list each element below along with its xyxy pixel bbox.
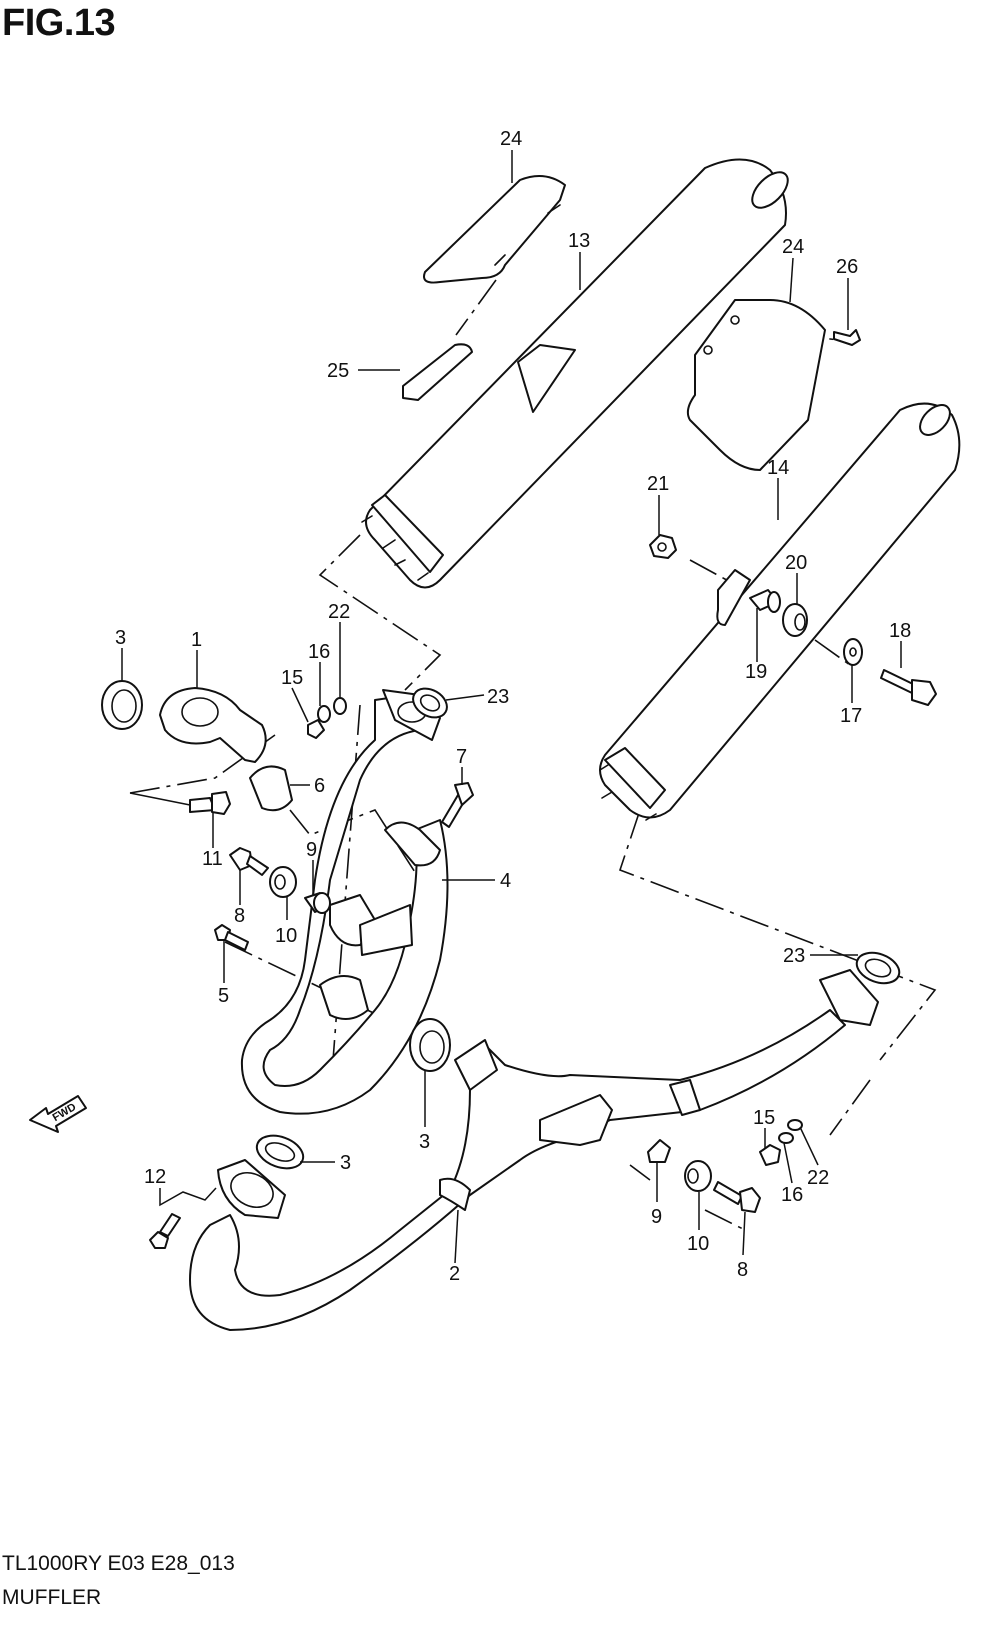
bolt-5 <box>214 924 249 951</box>
bolt-18 <box>880 669 937 706</box>
nut-washer-set-upper <box>307 697 347 739</box>
collar-9-right <box>647 1139 671 1163</box>
callout-24-top: 24 <box>500 128 522 150</box>
callout-17: 17 <box>840 705 862 727</box>
nut-washer-set-lower <box>759 1119 803 1166</box>
collar-9-left <box>304 892 331 914</box>
collar-19 <box>749 589 781 613</box>
callout-12: 12 <box>144 1166 166 1188</box>
cushion-10-left <box>269 866 297 898</box>
callout-1: 1 <box>191 629 202 651</box>
callout-13: 13 <box>568 230 590 252</box>
callout-15-upper: 15 <box>281 667 303 689</box>
exhaust-joint-1 <box>159 687 267 763</box>
callout-22-upper: 22 <box>328 601 350 623</box>
callout-9-right: 9 <box>651 1206 662 1228</box>
callout-8-right: 8 <box>737 1259 748 1281</box>
callout-3-middle: 3 <box>419 1131 430 1153</box>
washer-17 <box>843 638 863 666</box>
callout-22-lower: 22 <box>807 1167 829 1189</box>
gasket-3-lower <box>255 1134 305 1170</box>
muffler-right <box>599 402 961 821</box>
callout-9-left: 9 <box>306 839 317 861</box>
callout-20: 20 <box>785 552 807 574</box>
callout-15-lower: 15 <box>753 1107 775 1129</box>
muffler-cover-right <box>686 299 826 471</box>
callout-21: 21 <box>647 473 669 495</box>
fwd-marker: FWD <box>29 1095 87 1133</box>
callout-10-right: 10 <box>687 1233 709 1255</box>
callout-5: 5 <box>218 985 229 1007</box>
callout-16-upper: 16 <box>308 641 330 663</box>
exhaust-pipe-2 <box>189 969 879 1331</box>
callout-16-lower: 16 <box>781 1184 803 1206</box>
leader-lines <box>121 150 902 1264</box>
cushion-10-right <box>684 1160 712 1192</box>
cushion-25 <box>402 343 473 401</box>
callout-4: 4 <box>500 870 511 892</box>
bolt-8-left <box>229 847 269 876</box>
bolt-8-right <box>713 1181 761 1213</box>
callout-8-left: 8 <box>234 905 245 927</box>
callout-3-lower: 3 <box>340 1152 351 1174</box>
screw-26 <box>833 329 861 346</box>
bolt-12 <box>149 1213 181 1249</box>
callout-23-lower: 23 <box>783 945 805 967</box>
callout-23-upper: 23 <box>487 686 509 708</box>
callout-11: 11 <box>202 848 223 870</box>
muffler-left <box>361 158 789 589</box>
callout-labels: 24 13 24 26 25 21 14 20 22 16 15 23 18 1… <box>115 128 911 1285</box>
callout-18: 18 <box>889 620 911 642</box>
figure-title: FIG.13 <box>2 2 116 44</box>
callout-19: 19 <box>745 661 767 683</box>
bolt-11 <box>189 791 231 815</box>
forward-arrow-icon <box>29 1095 87 1133</box>
callout-7: 7 <box>456 746 467 768</box>
callout-3-left: 3 <box>115 627 126 649</box>
callout-2: 2 <box>449 1263 460 1285</box>
connector-6 <box>249 765 293 812</box>
callout-24-right: 24 <box>782 236 804 258</box>
gasket-3-left <box>101 680 143 730</box>
callout-26: 26 <box>836 256 858 278</box>
callout-25: 25 <box>327 360 349 382</box>
model-code: TL1000RY E03 E28_013 <box>2 1552 235 1575</box>
section-name: MUFFLER <box>2 1586 102 1609</box>
gasket-23-upper <box>412 687 448 719</box>
nut-21 <box>649 534 677 559</box>
cushion-20 <box>782 603 808 637</box>
callout-14: 14 <box>767 457 789 479</box>
callout-6: 6 <box>314 775 325 797</box>
bolt-7 <box>441 782 474 828</box>
gasket-3-middle <box>409 1018 451 1072</box>
callout-10-left: 10 <box>275 925 297 947</box>
gasket-23-lower <box>855 951 901 985</box>
muffler-cover-upper <box>423 175 566 284</box>
